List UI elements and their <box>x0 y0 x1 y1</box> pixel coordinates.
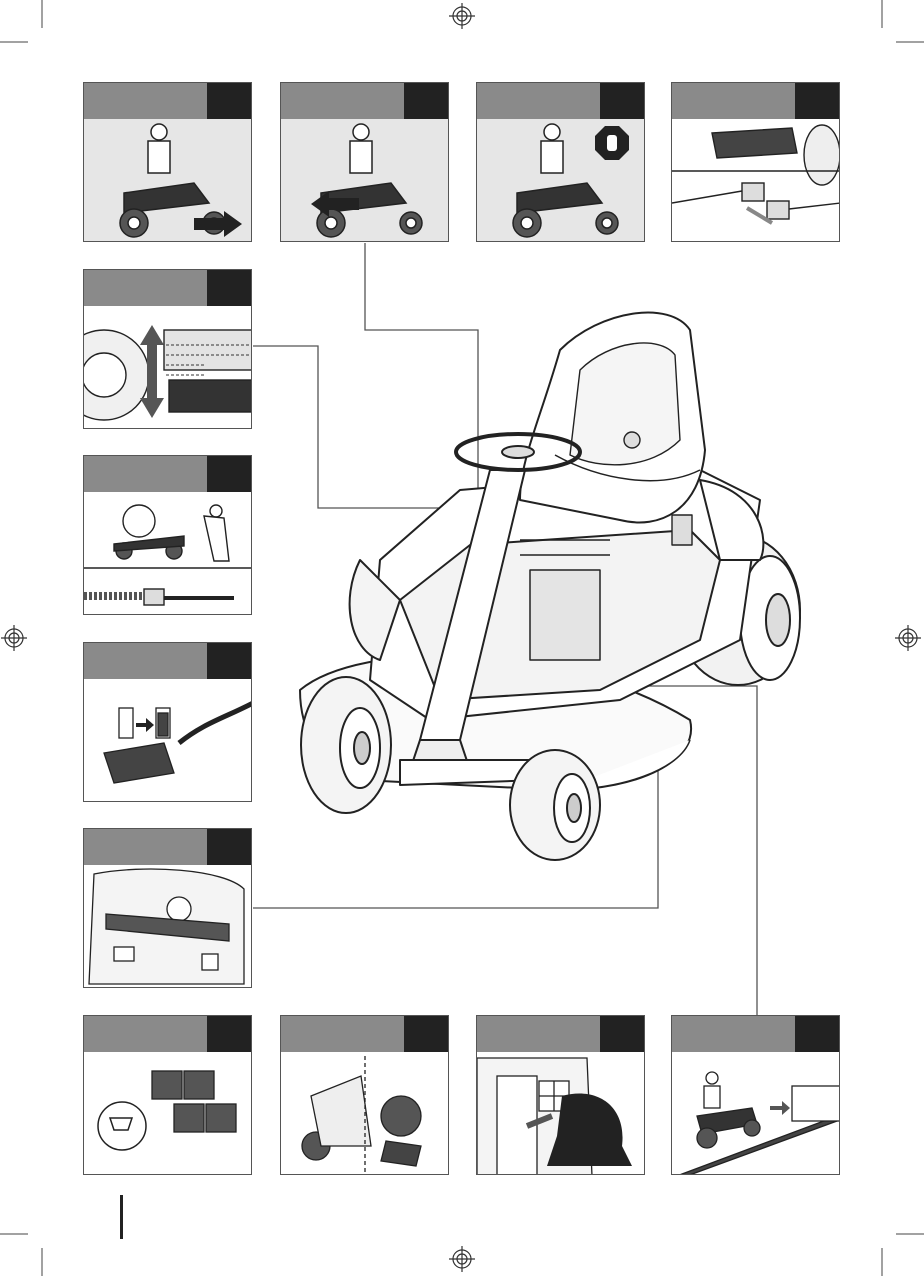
panel-blade-replace <box>83 828 252 988</box>
battery-charge-icon <box>84 643 252 802</box>
height-adjust-icon <box>84 270 252 429</box>
mower-illustration <box>300 313 800 860</box>
shed-icon <box>477 1016 645 1175</box>
panel-cleaning <box>280 1015 449 1175</box>
panel-deck-connector <box>671 82 840 242</box>
panel-cutting-height <box>83 269 252 429</box>
panel-charging <box>83 642 252 802</box>
panel-drive-forward <box>83 82 252 242</box>
freewheel-icon <box>84 456 252 615</box>
battery-cart-icon <box>84 1016 252 1175</box>
page-number-bar <box>120 1195 123 1239</box>
panel-push-mode <box>83 455 252 615</box>
panel-stop <box>476 82 645 242</box>
panel-storage <box>476 1015 645 1175</box>
stop-hand-icon <box>477 83 645 242</box>
connector-icon <box>672 83 840 242</box>
registration-mark-right <box>895 625 921 651</box>
brush-icon <box>281 1016 449 1175</box>
trailer-ramp-icon <box>672 1016 840 1175</box>
registration-mark-top <box>449 3 475 29</box>
panel-battery-replace <box>83 1015 252 1175</box>
forward-arrow-icon <box>84 83 252 242</box>
registration-mark-left <box>1 625 27 651</box>
panel-drive-reverse <box>280 82 449 242</box>
reverse-arrow-icon <box>281 83 449 242</box>
registration-mark-bottom <box>449 1246 475 1272</box>
blade-icon <box>84 829 252 988</box>
panel-transport <box>671 1015 840 1175</box>
